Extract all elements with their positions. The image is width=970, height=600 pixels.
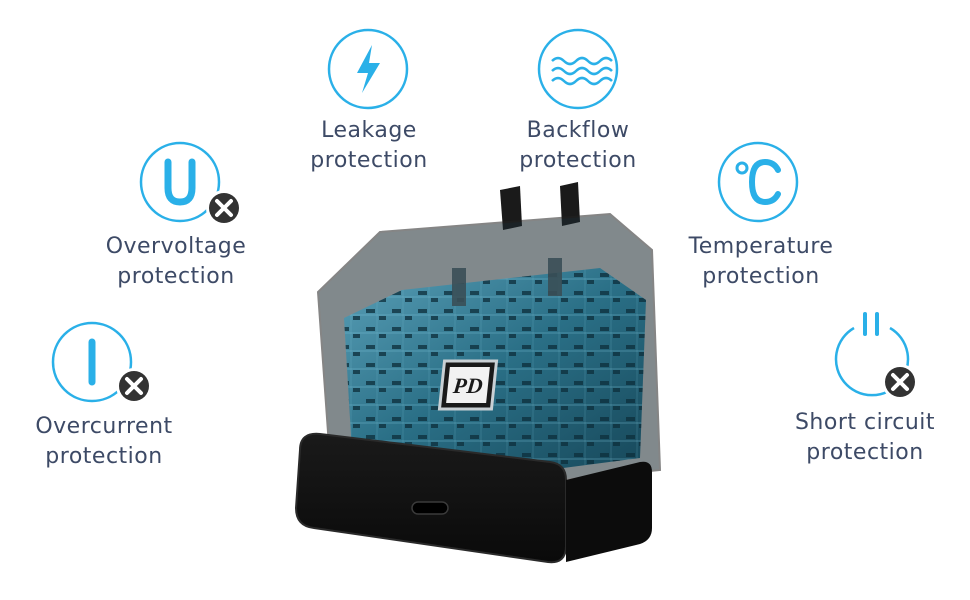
- overvoltage-label-line1: Overvoltage: [105, 234, 247, 259]
- leakage-label-line1: Leakage: [321, 118, 417, 143]
- overcurrent-label: Overcurrent protection: [24, 412, 184, 472]
- short-circuit-icon-group: [820, 308, 932, 408]
- overvoltage-icon-group: [138, 140, 250, 232]
- celsius-icon: [717, 141, 799, 223]
- temperature-label-line2: protection: [702, 264, 820, 289]
- lightning-bolt-icon: [327, 28, 409, 110]
- temperature-icon-group: [716, 140, 800, 224]
- short-circuit-label: Short circuit protection: [780, 408, 950, 468]
- charger-prongs: [500, 182, 580, 230]
- backflow-label-line1: Backflow: [526, 118, 630, 143]
- usb-c-port: [411, 501, 449, 515]
- overcurrent-label-line1: Overcurrent: [35, 414, 173, 439]
- letter-i-icon: [51, 321, 133, 403]
- overvoltage-label-line2: protection: [117, 264, 235, 289]
- backflow-icon-group: [536, 27, 620, 111]
- overvoltage-label: Overvoltage protection: [96, 232, 256, 292]
- close-icon: [116, 368, 152, 404]
- backflow-label: Backflow protection: [500, 116, 656, 176]
- letter-u-icon: [139, 141, 221, 223]
- close-icon: [882, 364, 918, 400]
- leakage-label-line2: protection: [310, 148, 428, 173]
- power-icon: [834, 312, 910, 397]
- water-waves-icon: [537, 28, 619, 110]
- leakage-icon-group: [326, 27, 410, 111]
- overcurrent-icon-group: [50, 320, 162, 412]
- overcurrent-label-line2: protection: [45, 444, 163, 469]
- leakage-label: Leakage protection: [294, 116, 444, 176]
- backflow-label-line2: protection: [519, 148, 637, 173]
- temperature-label: Temperature protection: [676, 232, 846, 292]
- pd-chip: PD: [437, 359, 499, 411]
- temperature-label-line1: Temperature: [688, 234, 834, 259]
- short-circuit-label-line2: protection: [806, 440, 924, 465]
- short-circuit-label-line1: Short circuit: [794, 410, 936, 435]
- pd-chip-label: PD: [451, 373, 484, 398]
- charger-front-face: [294, 432, 652, 564]
- close-icon: [206, 190, 242, 226]
